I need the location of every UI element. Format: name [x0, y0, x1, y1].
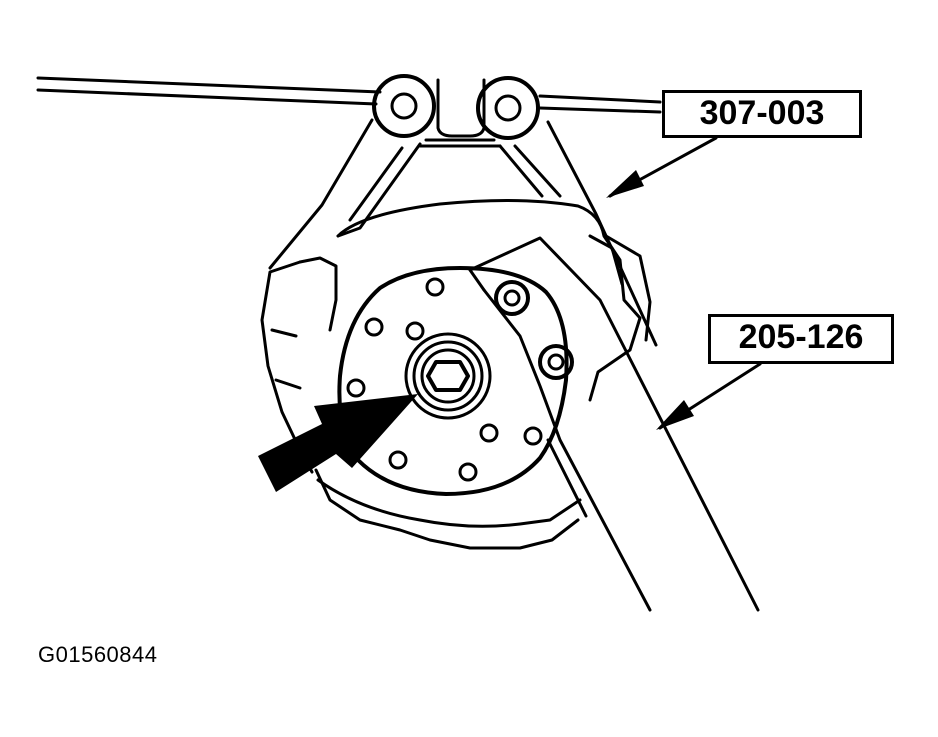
roller-left — [372, 74, 436, 138]
figure-id: G01560844 — [38, 642, 158, 667]
arrowhead-307-003 — [606, 170, 644, 198]
holding-fixture-307-003 — [268, 78, 658, 347]
callout-307-003: 307-003 — [662, 90, 862, 138]
frame-rail — [36, 76, 662, 114]
pointer-arrow — [258, 394, 418, 492]
arrowhead-205-126 — [656, 400, 694, 430]
callout-205-126: 205-126 — [708, 314, 894, 364]
roller-right — [476, 76, 540, 140]
pinion-nut — [404, 332, 492, 420]
differential-housing — [260, 198, 652, 550]
pinion-flange — [337, 266, 569, 496]
flange-holding-wrench-205-126 — [468, 236, 760, 612]
